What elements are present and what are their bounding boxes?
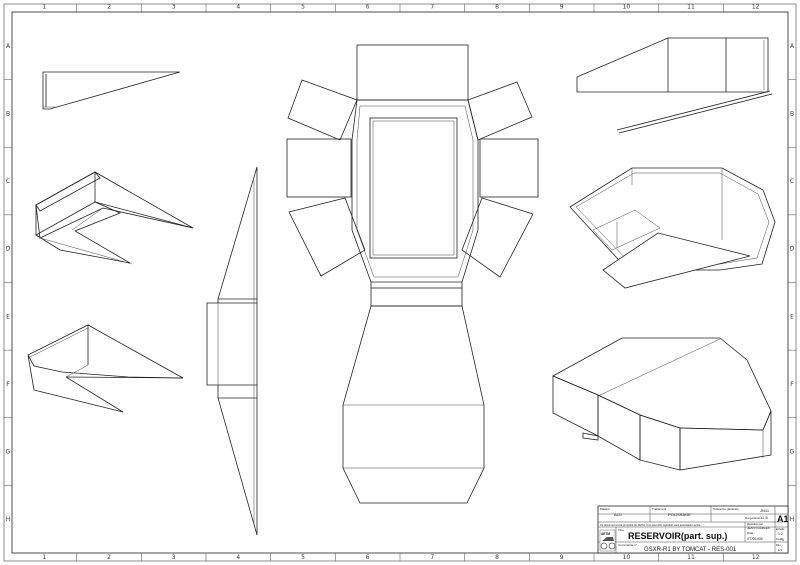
zone-row-label: C [790, 178, 794, 185]
zone-col-label: 5 [301, 4, 305, 11]
zone-row-label: D [6, 246, 11, 253]
zone-col-label: 2 [107, 554, 111, 561]
echelle-value: 1:2 [778, 532, 783, 536]
rev-value: 1/1 [778, 548, 783, 552]
inner-frame [11, 11, 789, 554]
zone-row-label: B [6, 110, 10, 117]
drawing-title: RESERVOIR(part. sup.) [628, 531, 727, 541]
zone-row-label: E [6, 313, 10, 320]
fork-view-iso-2 [27, 324, 184, 413]
zone-col-label: 3 [172, 554, 176, 561]
zone-col-label: 11 [687, 554, 695, 561]
format-value: A1 [777, 514, 789, 524]
zone-col-label: 6 [366, 554, 370, 561]
zone-col-label: 5 [301, 554, 305, 561]
dessine-label: Dessiné par [747, 522, 763, 526]
zone-row-label: B [790, 110, 794, 117]
traitement-label: Traitement [652, 507, 666, 511]
zone-col-label: 12 [752, 554, 760, 561]
zone-col-label: 8 [495, 554, 499, 561]
zone-row-label: F [6, 381, 10, 388]
zone-col-label: 7 [430, 554, 434, 561]
date-value: 07/01/08 [747, 536, 763, 541]
zone-row-label: E [790, 313, 794, 320]
zone-row-label: G [790, 449, 795, 456]
echelle-label: Echelle [776, 527, 785, 531]
matiere-label: Matière [600, 507, 610, 511]
zone-col-label: 10 [623, 4, 631, 11]
zone-col-label: 6 [366, 4, 370, 11]
titre-label: Titre [618, 528, 624, 532]
zone-row-label: C [6, 178, 10, 185]
zone-row-label: H [6, 516, 11, 523]
date-label: Date [747, 531, 754, 535]
commande-label: Commande n° [618, 543, 638, 547]
zone-col-label: 8 [495, 4, 499, 11]
rugosite-value: 12.5 [760, 515, 769, 520]
zone-col-label: 4 [236, 554, 240, 561]
zone-col-label: 1 [42, 4, 46, 11]
zone-col-label: 7 [430, 4, 434, 11]
zone-col-label: 2 [107, 4, 111, 11]
wedge-view-right-top [576, 37, 773, 134]
outer-frame [3, 3, 797, 562]
drawing-subtitle: GSXR-R1 BY TOMCAT - RES-001 [644, 547, 737, 553]
shell-view-iso-bottom [552, 337, 772, 471]
logo-text: AETM [601, 532, 610, 536]
tolerance-value: JN11 [760, 508, 770, 513]
zone-row-label: H [790, 516, 795, 523]
zone-col-label: 12 [752, 4, 760, 11]
title-block: Matière ALU Traitement POLISSAGE Toléran… [597, 505, 789, 554]
fork-view-iso-1 [35, 171, 194, 265]
shell-view-iso-top [569, 167, 776, 289]
feuille-value: 1 [782, 538, 784, 542]
side-strip-flat [206, 166, 258, 536]
zone-row-label: A [790, 43, 795, 50]
zone-row-label: A [6, 43, 11, 50]
zone-col-label: 1 [42, 554, 46, 561]
matiere-value: ALU [614, 512, 622, 517]
zone-col-label: 10 [623, 554, 631, 561]
zone-col-label: 9 [560, 554, 564, 561]
rev-label: Rév. [776, 543, 781, 547]
zone-col-label: 9 [560, 4, 564, 11]
zone-col-label: 11 [687, 4, 695, 11]
zone-row-label: G [6, 449, 11, 456]
zone-col-label: 4 [236, 4, 240, 11]
ownership-notice: Ce document est la propriété de AETM. Il… [600, 523, 701, 527]
flat-pattern-main [286, 44, 539, 504]
zone-col-label: 3 [172, 4, 176, 11]
feuille-label: Feuille [776, 537, 784, 541]
zone-row-label: F [790, 381, 794, 388]
wedge-view-top [42, 71, 181, 110]
tolerance-label: Tolérance générale [713, 507, 739, 511]
traitement-value: POLISSAGE [668, 512, 691, 517]
dessine-value: JEAN CHARLES [747, 526, 770, 530]
zone-row-label: D [790, 246, 795, 253]
rugosite-label: Ra général [745, 516, 760, 520]
company-logo: AETM [599, 529, 616, 552]
